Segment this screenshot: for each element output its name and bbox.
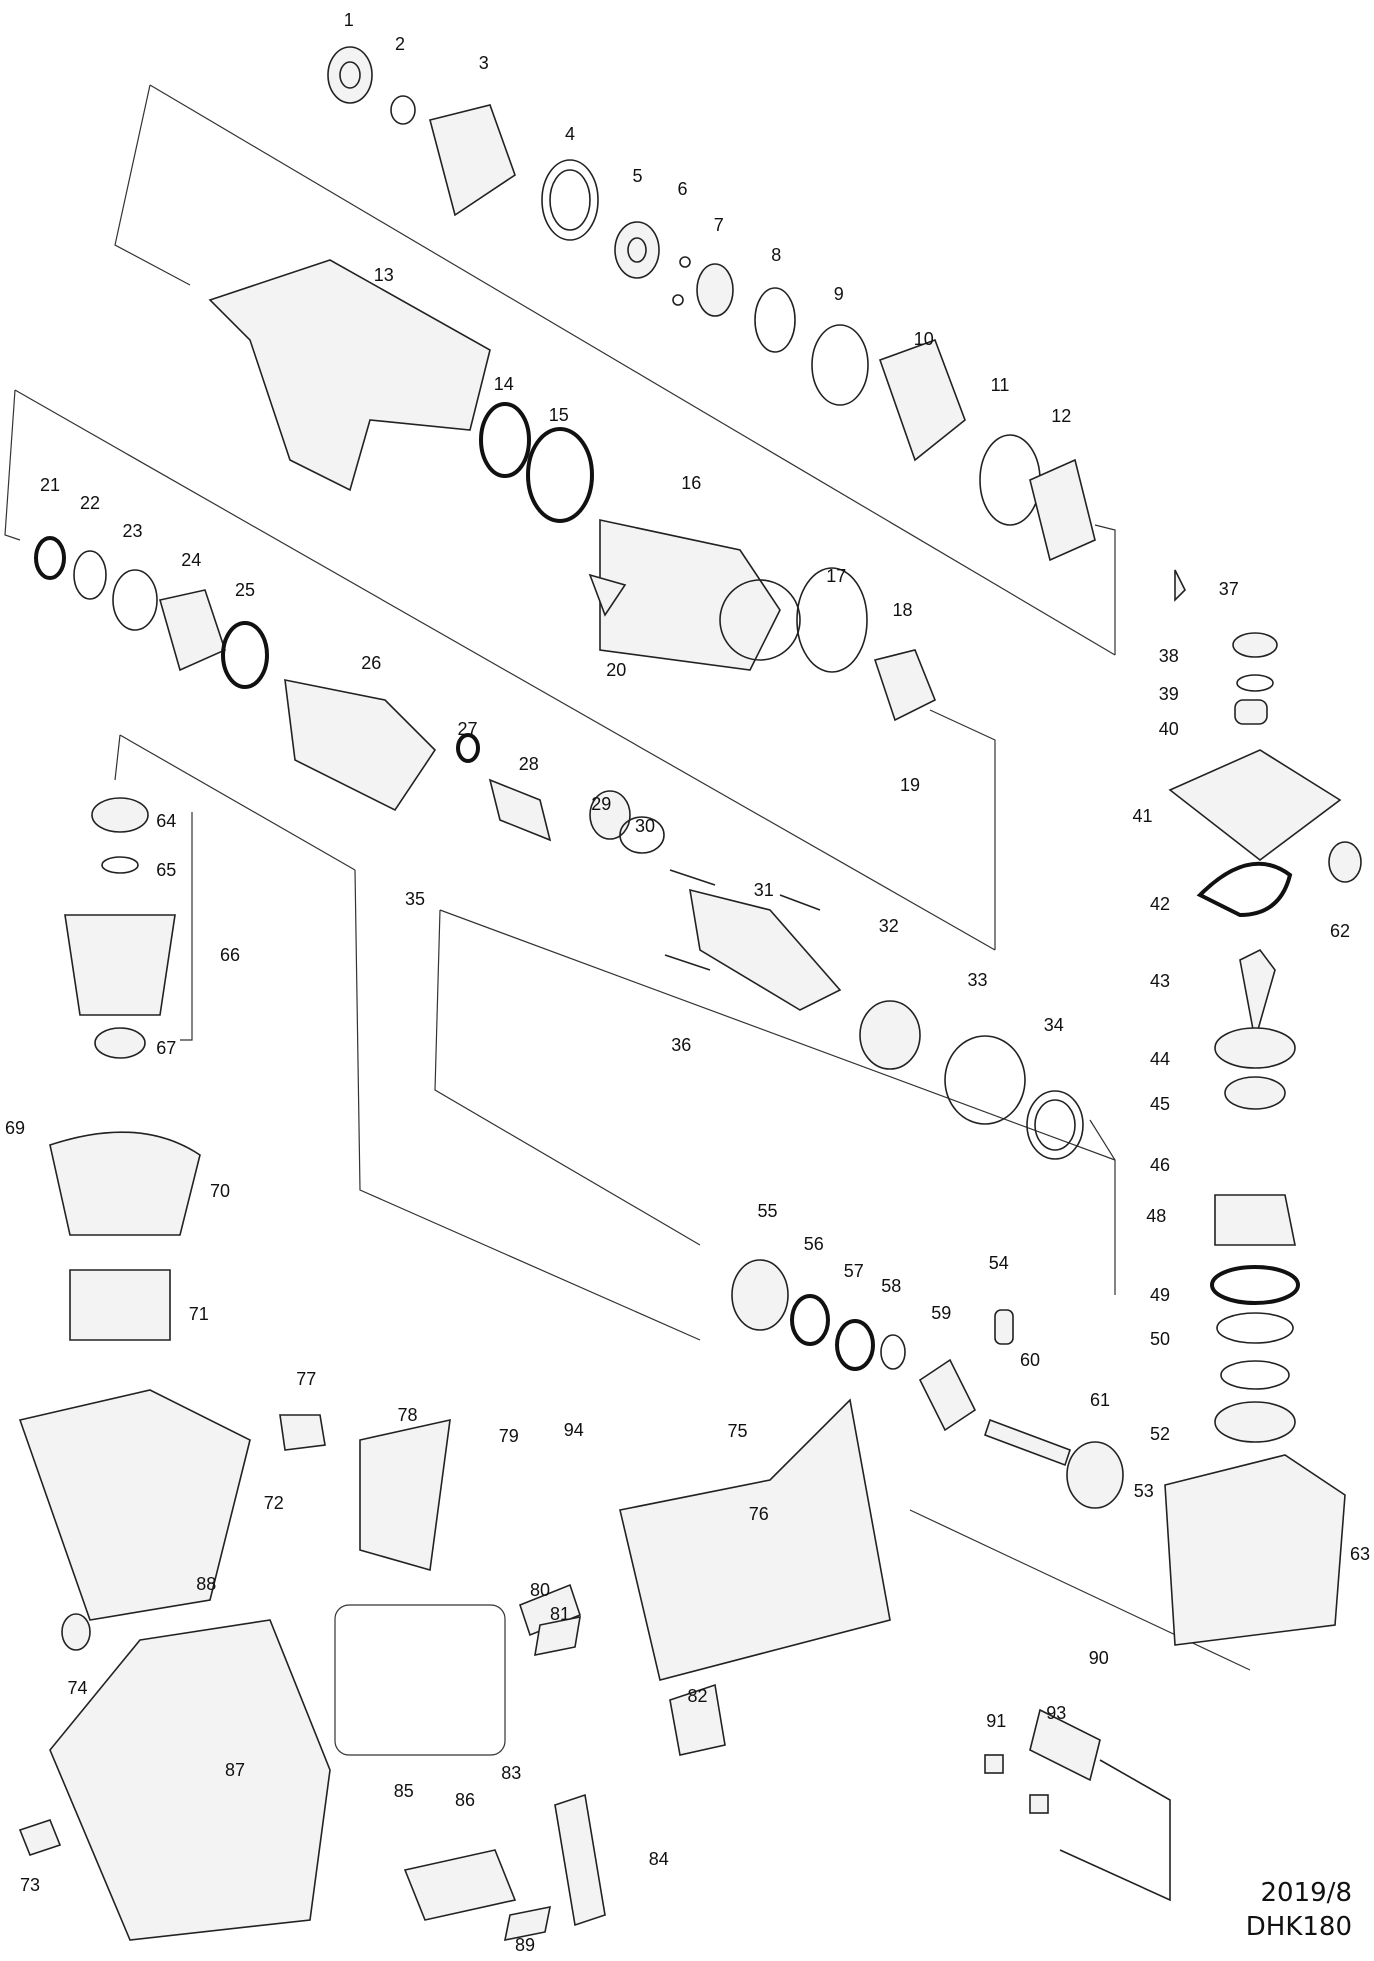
part-label-20: 20 xyxy=(606,660,627,680)
part-label-72: 72 xyxy=(263,1492,284,1513)
part-label-34: 34 xyxy=(1043,1015,1064,1035)
part-label-1: 1 xyxy=(343,10,354,30)
part-label-39: 39 xyxy=(1158,683,1179,704)
model-label: DHK180 xyxy=(1245,1912,1352,1942)
part-label-16: 16 xyxy=(681,472,702,493)
part-label-28: 28 xyxy=(518,753,539,774)
part-label-83: 83 xyxy=(501,1762,522,1783)
part-label-12: 12 xyxy=(1051,406,1072,427)
part-label-81: 81 xyxy=(549,1603,571,1624)
part-label-60: 60 xyxy=(1019,1350,1041,1370)
part-label-5: 5 xyxy=(632,166,643,187)
part-label-35: 35 xyxy=(404,888,426,909)
part-label-80: 80 xyxy=(529,1580,551,1600)
part-label-10: 10 xyxy=(913,328,934,349)
part-label-42: 42 xyxy=(1149,893,1171,914)
part-label-65: 65 xyxy=(156,860,177,880)
part-label-86: 86 xyxy=(454,1790,476,1810)
part-label-41: 41 xyxy=(1132,806,1153,827)
part-label-30: 30 xyxy=(634,816,656,837)
parts xyxy=(18,46,1362,1942)
part-label-4: 4 xyxy=(564,123,576,144)
part-label-76: 76 xyxy=(748,1503,769,1524)
part-label-7: 7 xyxy=(713,215,724,235)
part-label-36: 36 xyxy=(671,1035,692,1055)
part-label-15: 15 xyxy=(548,405,569,425)
part-label-53: 53 xyxy=(1133,1481,1154,1502)
part-label-69: 69 xyxy=(4,1117,26,1138)
part-label-70: 70 xyxy=(209,1181,231,1202)
part-label-57: 57 xyxy=(843,1261,864,1282)
part-label-29: 29 xyxy=(591,793,612,814)
part-label-9: 9 xyxy=(833,283,844,304)
part-label-64: 64 xyxy=(156,811,177,832)
part-label-37: 37 xyxy=(1218,578,1239,599)
part-label-24: 24 xyxy=(181,550,202,570)
part-label-90: 90 xyxy=(1088,1647,1109,1668)
part-label-71: 71 xyxy=(188,1303,209,1324)
part-label-61: 61 xyxy=(1089,1390,1111,1410)
part-label-77: 77 xyxy=(296,1368,317,1389)
part-label-32: 32 xyxy=(878,916,899,937)
part-label-67: 67 xyxy=(156,1037,177,1058)
part-label-58: 58 xyxy=(881,1276,902,1297)
part-label-2: 2 xyxy=(394,33,406,54)
part-label-74: 74 xyxy=(67,1677,88,1698)
part-label-93: 93 xyxy=(1046,1702,1067,1723)
part-label-27: 27 xyxy=(457,718,478,739)
part-label-23: 23 xyxy=(122,521,143,542)
part-label-43: 43 xyxy=(1149,971,1171,992)
part-label-82: 82 xyxy=(687,1686,708,1707)
part-label-26: 26 xyxy=(361,652,382,673)
part-label-50: 50 xyxy=(1149,1328,1171,1349)
part-label-63: 63 xyxy=(1349,1543,1371,1564)
part-label-52: 52 xyxy=(1149,1423,1171,1444)
part-label-18: 18 xyxy=(892,600,913,620)
part-label-31: 31 xyxy=(753,880,774,900)
part-label-56: 56 xyxy=(803,1233,824,1254)
part-label-91: 91 xyxy=(986,1711,1007,1732)
part-label-88: 88 xyxy=(196,1573,217,1594)
part-label-62: 62 xyxy=(1329,921,1351,942)
part-label-84: 84 xyxy=(648,1848,669,1869)
part-label-14: 14 xyxy=(493,373,514,394)
part-label-73: 73 xyxy=(19,1875,41,1895)
part-label-79: 79 xyxy=(498,1426,519,1447)
part-label-17: 17 xyxy=(826,566,847,587)
part-label-45: 45 xyxy=(1149,1093,1171,1114)
part-label-38: 38 xyxy=(1158,646,1179,667)
part-label-78: 78 xyxy=(397,1405,418,1425)
part-label-55: 55 xyxy=(757,1201,778,1222)
part-label-59: 59 xyxy=(931,1302,952,1323)
part-label-11: 11 xyxy=(990,375,1010,395)
part-label-6: 6 xyxy=(677,178,688,199)
part-label-13: 13 xyxy=(373,265,394,285)
part-label-54: 54 xyxy=(988,1252,1009,1273)
part-label-8: 8 xyxy=(771,245,782,265)
part-label-33: 33 xyxy=(967,970,988,990)
part-label-40: 40 xyxy=(1158,718,1179,739)
part-label-21: 21 xyxy=(39,475,61,495)
part-label-89: 89 xyxy=(514,1935,536,1955)
part-label-48: 48 xyxy=(1146,1206,1167,1227)
part-label-3: 3 xyxy=(478,52,489,73)
part-label-22: 22 xyxy=(79,492,101,513)
part-label-75: 75 xyxy=(727,1421,748,1442)
part-label-66: 66 xyxy=(219,945,241,965)
part-label-49: 49 xyxy=(1149,1285,1171,1305)
part-label-87: 87 xyxy=(224,1760,246,1780)
part-label-94: 94 xyxy=(563,1420,584,1440)
part-label-85: 85 xyxy=(393,1781,414,1802)
part-label-44: 44 xyxy=(1149,1048,1171,1069)
part-label-46: 46 xyxy=(1149,1155,1171,1175)
date-label: 2019/8 xyxy=(1260,1878,1352,1908)
part-label-25: 25 xyxy=(234,580,256,600)
part-label-19: 19 xyxy=(899,775,921,795)
